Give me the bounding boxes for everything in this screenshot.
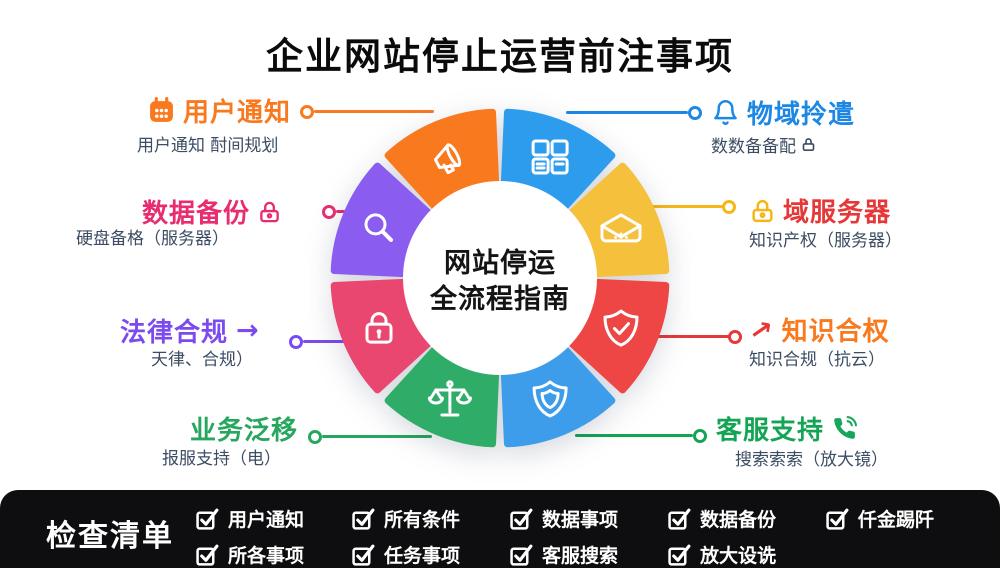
connector-dot [693, 429, 707, 443]
center-line1: 网站停运 [444, 248, 556, 279]
connector-line [575, 434, 693, 437]
connector-dot [722, 200, 736, 214]
megaphone-icon [433, 143, 462, 175]
item-title: 用户通知 [183, 98, 292, 128]
item-subtitle: 用户通知 酎间规划 [137, 136, 279, 156]
item-business-migration: 业务泛移 [190, 410, 298, 447]
connector-dot [688, 106, 702, 120]
checklist-item[interactable]: 所各事项 [196, 541, 304, 568]
item-data-backup: 数据备份 [142, 193, 281, 230]
checklist-item[interactable]: 放大设诜 [668, 541, 776, 568]
page-title: 企业网站停止运营前注事项 [266, 35, 734, 78]
shield-check-icon [603, 309, 639, 347]
item-title: 域服务器 [783, 198, 892, 228]
item-subtitle: 数数备备配 [711, 132, 816, 157]
item-legal-compliance: 法律合规 → [120, 312, 260, 349]
layout-grid-icon [531, 139, 569, 175]
checklist-item[interactable]: 数据事项 [510, 505, 618, 532]
checklist-item[interactable]: 仟金踢阡 [826, 505, 934, 532]
item-subtitle: 知识合规（抗云） [749, 350, 885, 370]
wheel-center-label: 网站停运 全流程指南 [405, 246, 595, 317]
checkbox-icon[interactable] [668, 543, 691, 566]
connector-line [322, 435, 432, 438]
checklist-item[interactable]: 用户通知 [196, 505, 304, 532]
connector-line [303, 340, 363, 343]
checklist-item[interactable]: 客服搜索 [510, 541, 618, 568]
connector-dot [300, 105, 314, 119]
checkbox-icon[interactable] [196, 543, 219, 566]
checkbox-icon[interactable] [352, 507, 375, 530]
item-subtitle: 知识产权（服务器） [749, 231, 902, 251]
lock-icon [260, 201, 279, 222]
item-title: 知识合权 [781, 317, 890, 347]
process-wheel [330, 108, 670, 448]
item-subtitle: 硬盘备格（服务器） [76, 229, 229, 249]
checkbox-icon[interactable] [352, 543, 375, 566]
connector-line [566, 111, 688, 114]
lock-icon [752, 199, 773, 222]
arrow-up-right-icon: → [743, 310, 781, 349]
item-domain-server: 域服务器 [750, 192, 891, 229]
item-title: 客服支持 [716, 416, 825, 446]
calendar-icon [150, 97, 173, 122]
checklist-title: 检查清单 [46, 519, 174, 554]
wheel-center [403, 181, 597, 375]
connector-dot [322, 205, 336, 219]
magnifier-icon [364, 213, 393, 242]
item-user-notice: 用户通知 [148, 92, 291, 129]
connector-line [314, 110, 434, 113]
checklist-item[interactable]: 所有条件 [352, 505, 460, 532]
item-subtitle: 搜索索索（放大镜） [735, 450, 888, 470]
connector-dot [728, 330, 742, 344]
center-line2: 全流程指南 [430, 283, 570, 315]
checklist-item[interactable]: 任务事项 [352, 541, 460, 568]
checkbox-icon[interactable] [668, 507, 691, 530]
item-ip-rights: → 知识合权 [743, 310, 890, 349]
connector-line [640, 205, 724, 208]
item-title: 数据备份 [142, 199, 251, 229]
lock-icon [365, 312, 393, 344]
lock-icon [802, 138, 815, 151]
scales-icon [427, 380, 472, 417]
connector-dot [289, 335, 303, 349]
item-subtitle: 报服支持（电） [162, 449, 281, 469]
arrow-right-icon: → [236, 315, 260, 346]
checkbox-icon[interactable] [826, 507, 849, 530]
item-subtitle: 天律、合规） [151, 350, 253, 370]
item-title: 业务泛移 [190, 416, 299, 446]
checklist-item[interactable]: 数据备份 [668, 505, 776, 532]
item-title: 物域拎遣 [747, 100, 856, 130]
phone-icon [834, 416, 858, 439]
item-title: 法律合规 [120, 318, 229, 348]
checkbox-icon[interactable] [510, 507, 533, 530]
item-customer-support: 客服支持 [716, 410, 858, 447]
shield-icon [532, 380, 568, 418]
bell-icon [714, 100, 737, 125]
connector-dot [308, 430, 322, 444]
connector-line [648, 335, 730, 338]
open-box-icon [600, 213, 642, 243]
checkbox-icon[interactable] [196, 507, 219, 530]
item-notification: 物域拎遣 [712, 94, 855, 131]
checkbox-icon[interactable] [510, 543, 533, 566]
